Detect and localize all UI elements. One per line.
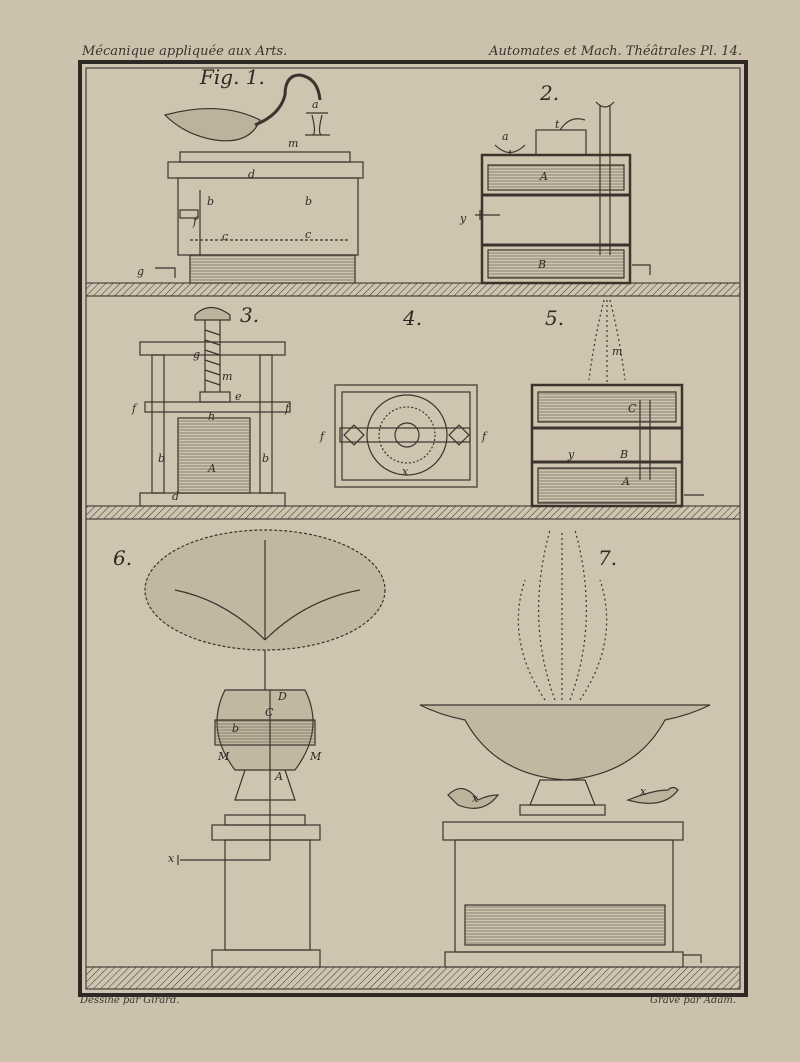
- label: B: [537, 258, 546, 271]
- figure-6-tree-vase: [144, 529, 386, 968]
- label: A: [539, 170, 548, 183]
- label: M: [217, 750, 230, 763]
- plate-header-right: Automates et Mach. Théâtrales Pl. 14.: [489, 44, 742, 59]
- figure-7-label: 7.: [598, 546, 617, 570]
- label: D: [277, 690, 287, 703]
- label: m: [612, 345, 622, 358]
- figure-4-plan-view: [334, 384, 478, 488]
- label: g: [137, 265, 144, 278]
- label: f: [319, 430, 326, 443]
- label: A: [274, 770, 283, 783]
- label: C: [628, 402, 637, 415]
- label: x: [402, 465, 409, 478]
- label: f: [481, 430, 488, 443]
- ground-strip-1: [85, 282, 741, 297]
- label: f: [284, 402, 291, 415]
- figure-3-label: 3.: [240, 303, 259, 327]
- label: f: [192, 215, 199, 228]
- label: g: [193, 348, 200, 361]
- label: x: [640, 785, 647, 798]
- label: m: [288, 137, 298, 150]
- engraver-credit-engraved: Gravé par Adam.: [649, 995, 736, 1006]
- label: y: [459, 212, 467, 225]
- label: M: [309, 750, 322, 763]
- figure-2-label: 2.: [539, 81, 559, 105]
- label: a: [502, 130, 509, 143]
- label: A: [207, 462, 216, 475]
- label: b: [207, 195, 214, 208]
- label: A: [621, 475, 630, 488]
- figure-7-fountain: [419, 529, 711, 968]
- label: x: [472, 792, 479, 805]
- label: b: [158, 452, 165, 465]
- figure-5-label: 5.: [545, 306, 564, 330]
- plate-header-left: Mécanique appliquée aux Arts.: [82, 44, 288, 59]
- label: B: [619, 448, 628, 461]
- label: t: [555, 118, 560, 131]
- label: h: [208, 410, 215, 423]
- engraver-credit-drawn: Dessiné par Girard.: [80, 995, 180, 1006]
- label: b: [305, 195, 312, 208]
- label: c: [222, 230, 228, 243]
- figure-4-label: 4.: [402, 306, 422, 330]
- figure-6-label: 6.: [113, 546, 132, 570]
- plate-frame: [78, 60, 748, 997]
- label: c: [305, 228, 311, 241]
- label: d: [172, 490, 179, 503]
- label: m: [222, 370, 232, 383]
- ground-strip-2: [85, 505, 741, 520]
- label: C: [265, 706, 274, 719]
- label: d: [248, 168, 255, 181]
- label: y: [567, 448, 575, 461]
- figure-5-fountain-tank: [530, 299, 704, 508]
- label: f: [131, 402, 138, 415]
- figure-2-water-tank: [475, 101, 651, 285]
- label: b: [232, 722, 239, 735]
- figure-1-label: Fig. 1.: [199, 65, 265, 89]
- label: a: [312, 98, 319, 111]
- ground-strip-3: [85, 966, 741, 990]
- label: e: [235, 390, 242, 403]
- label: x: [168, 852, 175, 865]
- figure-1-swan-automaton: [155, 73, 364, 284]
- figure-3-press: [139, 306, 291, 507]
- label: b: [262, 452, 269, 465]
